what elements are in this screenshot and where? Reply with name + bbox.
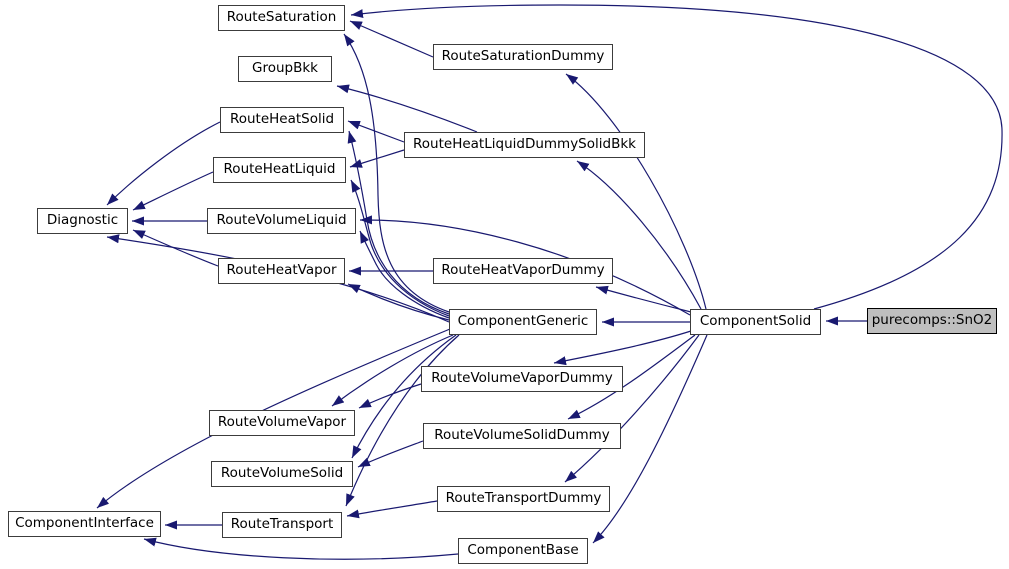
node-label: purecomps::SnO2 <box>871 312 993 329</box>
node-routeheatsolid[interactable]: RouteHeatSolid <box>220 107 344 133</box>
node-routeheatvapordummy[interactable]: RouteHeatVaporDummy <box>433 258 613 284</box>
edge-componentsolid-to-routevolumeliquid <box>359 215 691 316</box>
edge-componentsolid-to-routeheatvapordummy <box>595 285 692 313</box>
node-componentinterface[interactable]: ComponentInterface <box>8 511 161 537</box>
edge-componentgeneric-to-routevolumeliquid <box>359 230 450 319</box>
edge-componentgeneric-to-routesaturation <box>343 33 450 313</box>
node-sno2: purecomps::SnO2 <box>867 308 997 334</box>
edge-componentbase-to-componentinterface <box>143 537 459 560</box>
node-label: RouteHeatVaporDummy <box>441 262 605 279</box>
node-label: ComponentGeneric <box>457 313 589 330</box>
node-label: RouteVolumeSolidDummy <box>434 427 610 444</box>
node-label: RouteSaturationDummy <box>441 48 605 65</box>
node-label: ComponentSolid <box>699 313 812 330</box>
edge-routeheatsolid-to-diagnostic <box>106 121 221 206</box>
edge-componentsolid-to-routesaturation <box>350 4 1003 310</box>
node-label: ComponentInterface <box>15 515 154 532</box>
edge-componentgeneric-to-routeheatliquid <box>350 179 450 317</box>
node-label: RouteVolumeVapor <box>217 414 347 431</box>
edge-componentsolid-to-routevolumevapordummy <box>553 330 692 366</box>
edge-routetransportdummy-to-routetransport <box>346 500 438 519</box>
edge-routeheatliquiddummysolidbkk-to-groupbkk <box>336 84 478 133</box>
node-label: RouteSaturation <box>226 9 337 26</box>
node-label: RouteVolumeLiquid <box>216 212 347 229</box>
node-label: RouteVolumeVaporDummy <box>431 370 613 387</box>
node-componentsolid[interactable]: ComponentSolid <box>690 309 821 335</box>
node-label: RouteHeatSolid <box>229 111 335 128</box>
edge-routevolumevapordummy-to-routevolumevapor <box>358 383 422 409</box>
edge-componentgeneric-to-routevolumevapor <box>331 334 454 407</box>
node-routevolumeliquid[interactable]: RouteVolumeLiquid <box>207 208 356 234</box>
node-diagnostic[interactable]: Diagnostic <box>37 208 128 234</box>
node-label: RouteHeatLiquidDummySolidBkk <box>413 136 636 153</box>
node-label: RouteHeatVapor <box>226 262 337 279</box>
node-label: RouteVolumeSolid <box>220 465 344 482</box>
edge-componentsolid-to-routetransportdummy <box>564 334 700 483</box>
node-routeheatliquiddummysolidbkk[interactable]: RouteHeatLiquidDummySolidBkk <box>404 132 645 158</box>
edge-componentgeneric-to-routeheatsolid <box>347 130 450 315</box>
node-routesaturation[interactable]: RouteSaturation <box>218 5 345 31</box>
edge-componentsolid-to-componentbase <box>592 334 708 544</box>
edge-componentsolid-to-routesaturationdummy <box>565 73 707 310</box>
node-routetransport[interactable]: RouteTransport <box>222 512 342 538</box>
edge-componentsolid-to-routevolumesoliddummy <box>567 334 696 420</box>
node-routevolumevapor[interactable]: RouteVolumeVapor <box>209 410 355 436</box>
edge-componentgeneric-to-routevolumesolid <box>351 334 457 459</box>
edge-componentsolid-to-routeheatliquiddummysolidbkk <box>576 160 702 310</box>
node-label: RouteTransportDummy <box>445 490 602 507</box>
node-componentbase[interactable]: ComponentBase <box>458 538 588 564</box>
node-routevolumesoliddummy[interactable]: RouteVolumeSolidDummy <box>423 423 621 449</box>
node-label: ComponentBase <box>467 542 579 559</box>
node-groupbkk[interactable]: GroupBkk <box>238 56 332 82</box>
node-routesaturationdummy[interactable]: RouteSaturationDummy <box>433 44 613 70</box>
node-componentgeneric[interactable]: ComponentGeneric <box>449 309 597 335</box>
edge-routeheatliquiddummysolidbkk-to-routeheatsolid <box>347 120 405 143</box>
node-routeheatvapor[interactable]: RouteHeatVapor <box>218 258 345 284</box>
node-label: RouteTransport <box>230 516 334 533</box>
edge-routevolumesoliddummy-to-routevolumesolid <box>357 440 424 468</box>
node-label: RouteHeatLiquid <box>223 161 336 178</box>
node-routetransportdummy[interactable]: RouteTransportDummy <box>437 486 610 512</box>
node-routevolumevapordummy[interactable]: RouteVolumeVaporDummy <box>421 366 623 392</box>
edge-componentgeneric-to-routetransport <box>345 334 460 507</box>
node-routevolumesolid[interactable]: RouteVolumeSolid <box>211 461 353 487</box>
edge-routeheatliquid-to-diagnostic <box>132 171 214 211</box>
node-label: GroupBkk <box>252 60 318 77</box>
edge-routesaturationdummy-to-routesaturation <box>349 20 434 58</box>
edge-routeheatvapor-to-diagnostic <box>132 229 219 267</box>
node-label: Diagnostic <box>46 212 119 229</box>
node-routeheatliquid[interactable]: RouteHeatLiquid <box>213 157 346 183</box>
